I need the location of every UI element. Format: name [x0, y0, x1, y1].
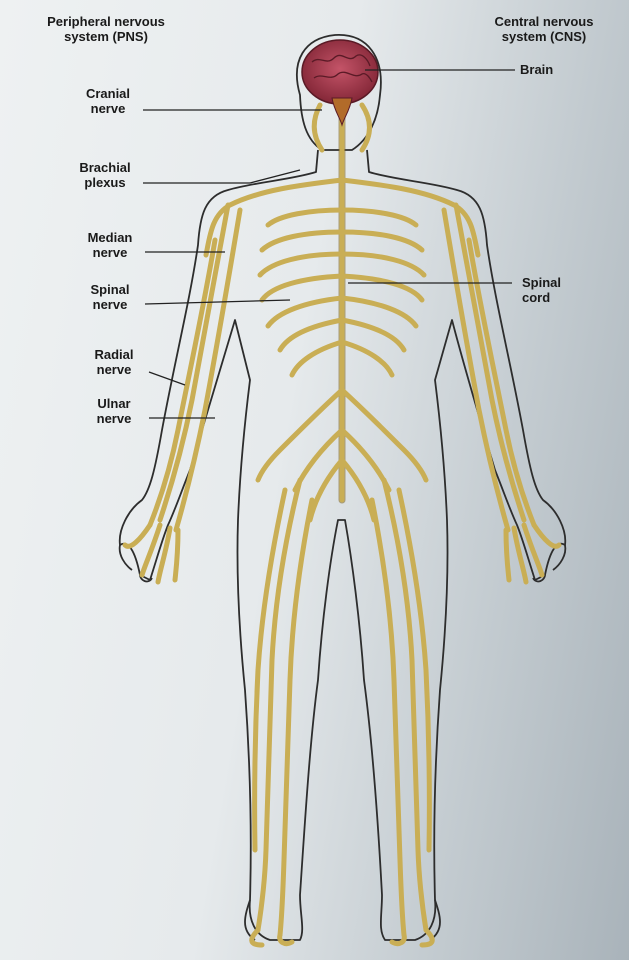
nerve-network-fill [125, 105, 559, 945]
label-brain-text: Brain [520, 62, 553, 77]
pns-header: Peripheral nervous system (PNS) [22, 14, 190, 44]
label-spinal-cord: Spinal cord [522, 275, 561, 305]
label-cranial-nerve-line1: Cranial [70, 86, 146, 101]
label-ulnar-nerve: Ulnar nerve [76, 396, 152, 426]
label-brachial-plexus-line1: Brachial [64, 160, 146, 175]
label-radial-nerve: Radial nerve [76, 347, 152, 377]
leader-spinal-nerve [145, 300, 290, 304]
label-spinal-nerve: Spinal nerve [72, 282, 148, 312]
pns-header-line1: Peripheral nervous [22, 14, 190, 29]
brain-shape [302, 40, 378, 104]
label-spinal-cord-line2: cord [522, 290, 561, 305]
label-brachial-plexus: Brachial plexus [64, 160, 146, 190]
cns-header-line1: Central nervous [468, 14, 620, 29]
label-radial-nerve-line2: nerve [76, 362, 152, 377]
brainstem [332, 98, 352, 125]
pns-header-line2: system (PNS) [22, 29, 190, 44]
label-median-nerve: Median nerve [72, 230, 148, 260]
label-brain: Brain [520, 62, 553, 77]
label-spinal-cord-line1: Spinal [522, 275, 561, 290]
cns-header-line2: system (CNS) [468, 29, 620, 44]
label-brachial-plexus-line2: plexus [64, 175, 146, 190]
label-cranial-nerve: Cranial nerve [70, 86, 146, 116]
label-median-nerve-line1: Median [72, 230, 148, 245]
label-median-nerve-line2: nerve [72, 245, 148, 260]
label-ulnar-nerve-line1: Ulnar [76, 396, 152, 411]
label-spinal-nerve-line1: Spinal [72, 282, 148, 297]
label-cranial-nerve-line2: nerve [70, 101, 146, 116]
label-ulnar-nerve-line2: nerve [76, 411, 152, 426]
cns-header: Central nervous system (CNS) [468, 14, 620, 44]
leader-radial-nerve [149, 372, 185, 385]
label-radial-nerve-line1: Radial [76, 347, 152, 362]
label-spinal-nerve-line2: nerve [72, 297, 148, 312]
